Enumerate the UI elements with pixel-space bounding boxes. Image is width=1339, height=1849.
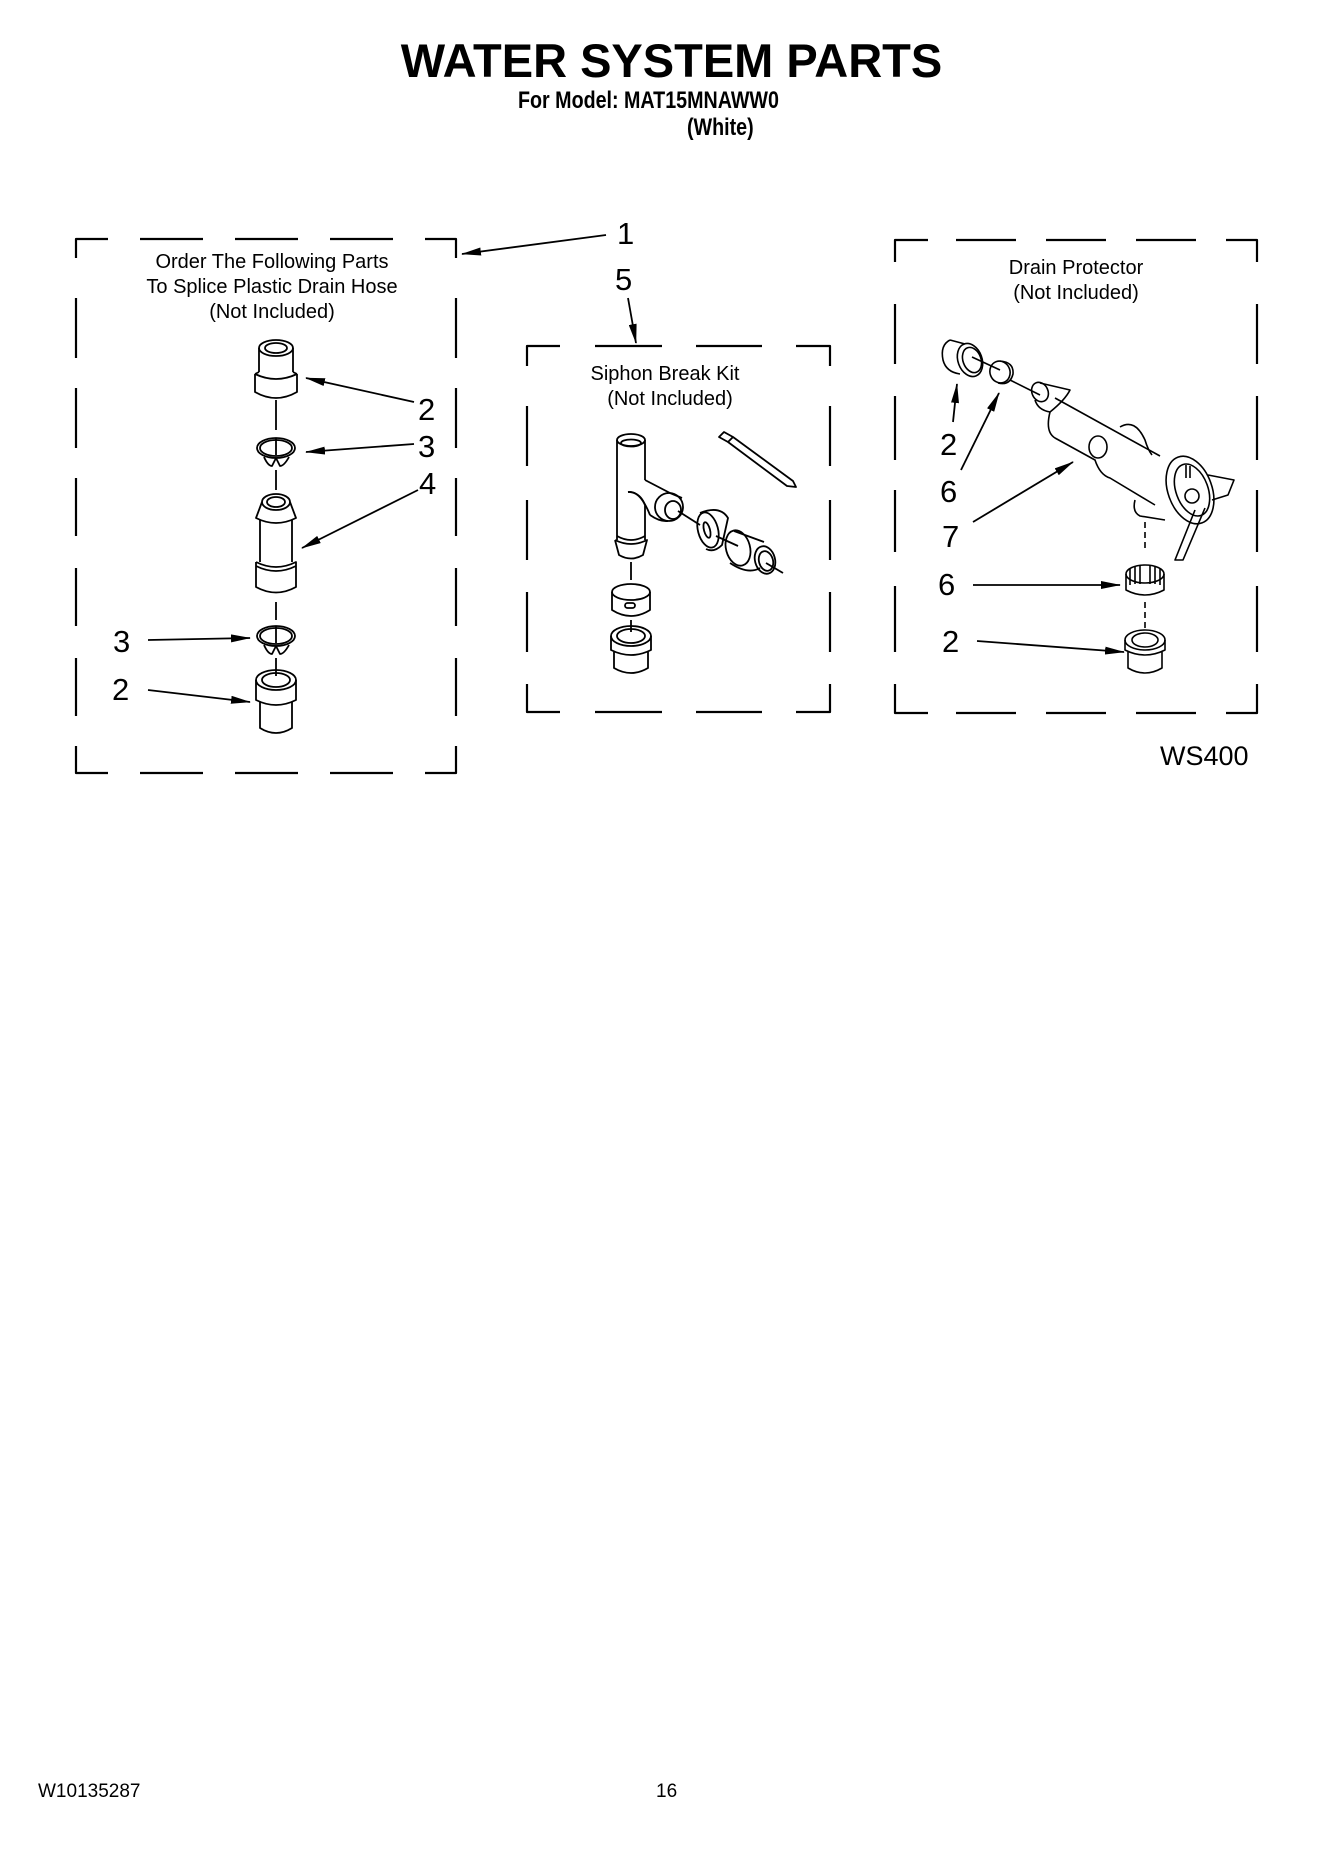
callout-splice-4: 4 [419,466,437,501]
splice-kit-label-line-3: (Not Included) [209,301,335,323]
color-line: (White) [687,114,754,141]
drain-protector-label: Drain Protector (Not Included) [976,256,1176,306]
page-title: WATER SYSTEM PARTS [400,34,943,87]
callout-drain-2-lower: 2 [942,624,960,659]
callout-5: 5 [615,262,633,297]
drain-protector-parts [941,339,1235,674]
callout-splice-2-bottom: 2 [112,672,130,707]
callout-1: 1 [617,216,635,251]
siphon-kit-parts [610,431,797,674]
callout-splice-2-top: 2 [418,392,436,427]
splice-kit-dashed-box [74,237,458,775]
drain-protector-dashed-box [893,238,1259,715]
callout-splice-3-top: 3 [418,429,436,464]
splice-kit-label-line-2: To Splice Plastic Drain Hose [146,276,398,298]
drain-protector-label-line-1: Drain Protector [1008,257,1144,279]
splice-kit-leaders [147,234,607,704]
callout-drain-6-upper: 6 [940,474,958,509]
document-number: W10135287 [38,1781,141,1802]
callout-drain-6-lower: 6 [938,567,956,602]
siphon-kit-dashed-box [525,344,832,714]
siphon-kit-label-line-1: Siphon Break Kit [590,363,740,385]
siphon-kit-label: Siphon Break Kit (Not Included) [560,362,770,412]
drain-protector-leaders [951,383,1125,655]
siphon-kit-leader [627,297,637,344]
callout-drain-2-upper: 2 [940,427,958,462]
page-number: 16 [656,1781,678,1802]
model-line: For Model: MAT15MNAWW0 [518,87,779,114]
callout-drain-7: 7 [942,519,960,554]
siphon-kit-label-line-2: (Not Included) [607,388,733,410]
callout-splice-3-bottom: 3 [113,624,131,659]
splice-kit-label: Order The Following Parts To Splice Plas… [96,250,448,325]
splice-kit-label-line-1: Order The Following Parts [155,251,389,273]
figure-code: WS400 [1160,741,1249,771]
splice-kit-parts [254,339,298,734]
drain-protector-label-line-2: (Not Included) [1013,282,1139,304]
